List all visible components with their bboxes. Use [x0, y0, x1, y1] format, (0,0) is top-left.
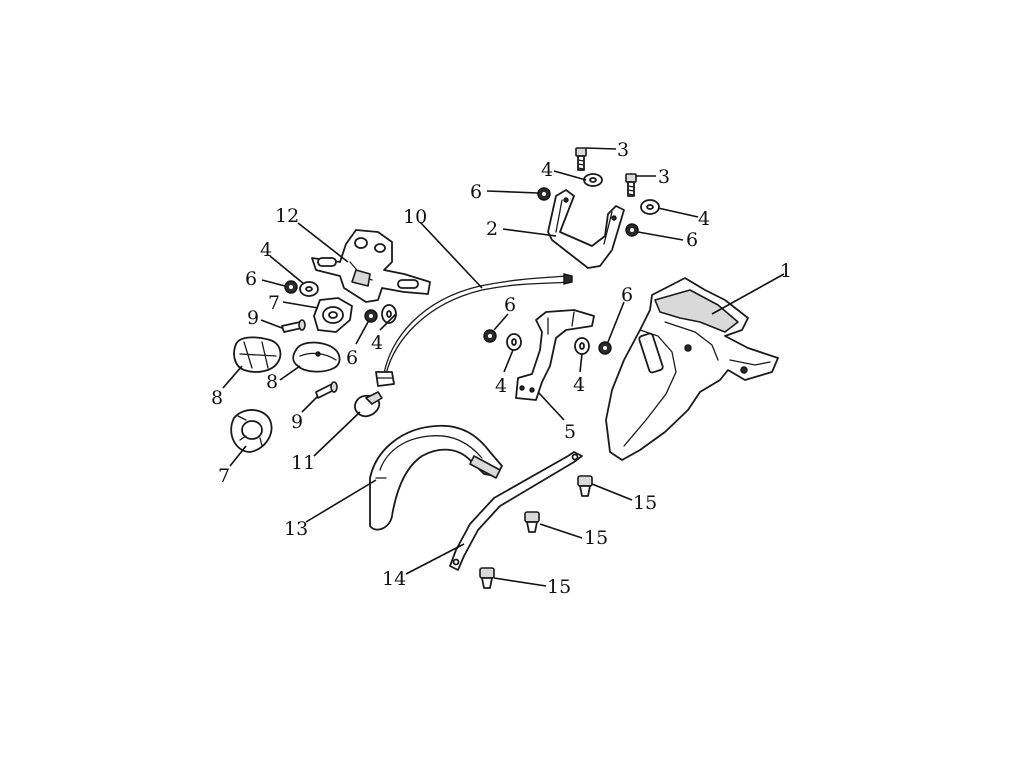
part-wiring-harness: [375, 273, 573, 387]
callout-4e: 4: [495, 375, 507, 397]
leader-lines: [222, 147, 785, 587]
washers: [299, 173, 660, 355]
callout-6a: 6: [470, 181, 482, 203]
part-nut-6e: [483, 329, 497, 343]
part-washer-4b: [640, 199, 660, 215]
part-nut-6a: [537, 187, 551, 201]
part-flange-bolt-15c: [479, 567, 495, 589]
part-washer-4e: [506, 333, 522, 351]
callout-4a: 4: [541, 159, 553, 181]
callout-5: 5: [564, 421, 576, 443]
part-bolt-3a: [575, 147, 587, 171]
part-flange-bolt-15a: [577, 475, 593, 497]
callout-9b: 9: [291, 411, 303, 433]
callout-3a: 3: [617, 139, 629, 161]
callout-labels: 1 2 3 3 4 4 4 4 4 4 5 6 6 6 6 6 6 7 7 8 …: [211, 139, 792, 598]
part-center-bracket: [515, 309, 595, 401]
callout-14: 14: [382, 568, 406, 590]
part-screw-9b: [315, 381, 338, 399]
callout-9a: 9: [247, 307, 259, 329]
part-bulb: [354, 391, 383, 418]
nuts: [284, 187, 639, 355]
part-nut-6d: [364, 309, 378, 323]
callout-8b: 8: [266, 371, 278, 393]
part-nut-6f: [598, 341, 612, 355]
callout-4c: 4: [260, 239, 272, 261]
callout-15a: 15: [633, 492, 657, 514]
callout-6e: 6: [504, 294, 516, 316]
callout-4d: 4: [371, 332, 383, 354]
part-lamp-holder-7a: [313, 297, 353, 333]
callout-15c: 15: [547, 576, 571, 598]
callout-13: 13: [284, 518, 308, 540]
callout-6c: 6: [245, 268, 257, 290]
callout-11: 11: [291, 452, 315, 474]
callout-15b: 15: [584, 527, 608, 549]
part-nut-6c: [284, 280, 298, 294]
part-rear-fender: [605, 277, 779, 461]
part-washer-4a: [583, 173, 603, 187]
part-bolt-3b: [625, 173, 637, 197]
part-lens-8b: [292, 341, 341, 373]
part-front-fender: [369, 424, 503, 531]
part-nut-6b: [625, 223, 639, 237]
part-license-bracket: [311, 229, 431, 303]
part-screw-9a: [281, 319, 306, 333]
callout-8a: 8: [211, 387, 223, 409]
part-lamp-holder-7b: [230, 409, 273, 453]
callout-7b: 7: [218, 465, 230, 487]
callout-6d: 6: [346, 347, 358, 369]
callout-6b: 6: [686, 229, 698, 251]
part-washer-4f: [574, 337, 590, 355]
callout-2: 2: [486, 218, 498, 240]
part-washer-4c: [299, 281, 319, 297]
part-fender-stay: [449, 451, 583, 571]
callout-6f: 6: [621, 284, 633, 306]
callout-1: 1: [780, 260, 792, 282]
part-lens-8a: [233, 336, 282, 373]
callout-3b: 3: [658, 166, 670, 188]
callout-10: 10: [403, 206, 427, 228]
callout-12: 12: [275, 205, 299, 227]
callout-7a: 7: [268, 292, 280, 314]
part-upper-bracket: [547, 189, 625, 269]
callout-4f: 4: [573, 374, 585, 396]
part-flange-bolt-15b: [524, 511, 540, 533]
callout-4b: 4: [698, 208, 710, 230]
